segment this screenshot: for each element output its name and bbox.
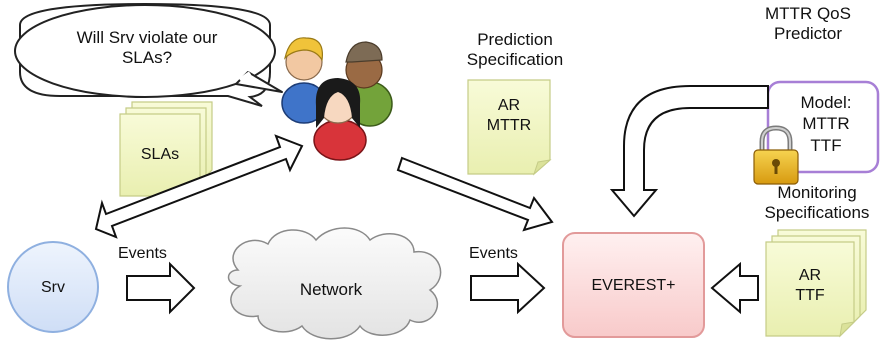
everest-label: EVEREST+ <box>591 277 676 294</box>
everest-node <box>562 232 705 338</box>
slas-label: SLAs <box>140 146 180 163</box>
arrow-predictor-to-everest <box>609 85 769 218</box>
monitoring-spec-doc-text: AR TTF <box>795 267 825 304</box>
prediction-spec-doc-text: AR MTTR <box>486 97 532 134</box>
srv-label: Srv <box>41 279 65 296</box>
lock-icon <box>753 125 799 185</box>
arrow-monitoring-to-everest <box>710 261 759 315</box>
network-cloud <box>227 227 442 340</box>
network-events-label: Events <box>469 245 518 262</box>
monitoring-spec-document-stack <box>765 229 867 338</box>
predictor-model-text: Model: MTTR TTF <box>800 93 852 155</box>
monitoring-spec-title: Monitoring Specifications <box>764 183 870 223</box>
arrow-users-srv <box>94 134 304 239</box>
arrow-users-to-everest <box>396 156 554 232</box>
arrow-network-to-everest <box>470 261 546 315</box>
arrow-srv-to-network <box>126 261 196 315</box>
speech-bubble-text: Will Srv violate our SLAs? <box>76 28 218 68</box>
network-label: Network <box>299 280 363 299</box>
user-group-icon <box>281 37 393 161</box>
prediction-spec-title: Prediction Specification <box>466 30 564 70</box>
srv-events-label: Events <box>118 245 167 262</box>
document-stack-icon <box>119 101 213 198</box>
prediction-spec-document <box>467 79 552 176</box>
srv-node <box>7 241 99 333</box>
speech-bubble-body <box>14 4 276 98</box>
mttr-predictor-title: MTTR QoS Predictor <box>765 4 851 44</box>
